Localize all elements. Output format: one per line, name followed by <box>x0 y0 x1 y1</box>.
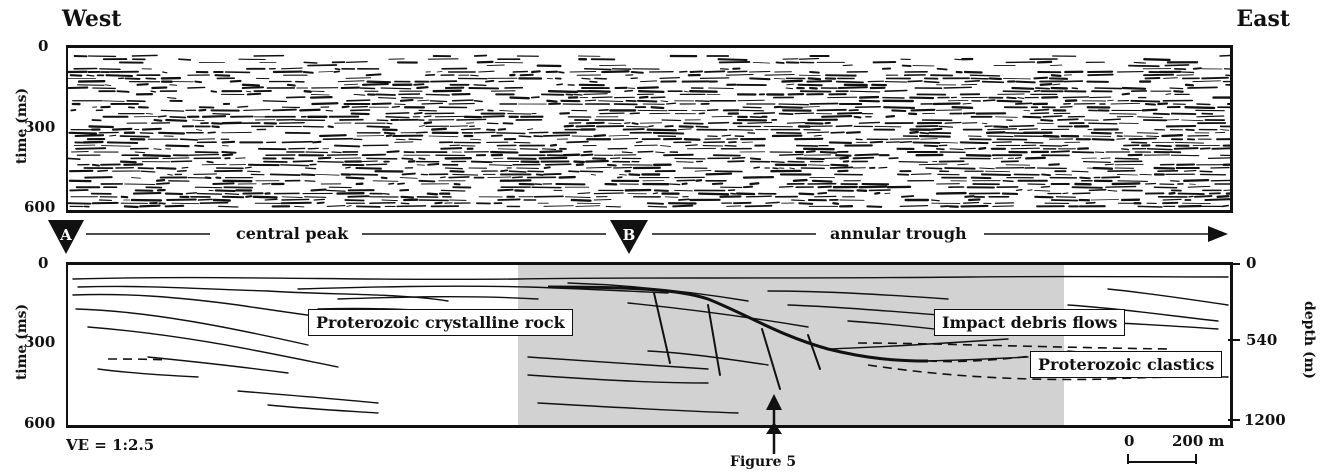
reflector-15 <box>528 375 708 383</box>
scale-length: 200 m <box>1172 432 1224 450</box>
seismic-reflection-image <box>68 48 1230 210</box>
scale-zero: 0 <box>1124 432 1134 450</box>
label-impact-debris: Impact debris flows <box>934 309 1125 336</box>
interp-ylabel-left: time (ms) <box>14 292 30 392</box>
west-label: West <box>62 6 121 32</box>
marker-b: B <box>610 220 648 254</box>
reflector-1 <box>78 286 448 301</box>
depth-tick-540: 540 <box>1246 331 1277 349</box>
reflector-9 <box>98 369 198 377</box>
interp-tick-0: 0 <box>38 254 48 272</box>
main-reflector <box>548 287 928 361</box>
reflector-18 <box>768 291 948 299</box>
reflector-11 <box>268 405 378 413</box>
interp-tick-600: 600 <box>24 414 55 432</box>
fault-2 <box>708 305 720 375</box>
interpretation-panel: Proterozoic crystalline rock Impact debr… <box>66 262 1233 428</box>
scale-bar <box>1126 452 1200 468</box>
interpreted-reflectors <box>68 265 1230 425</box>
figure-5-label: Figure 5 <box>730 454 796 470</box>
reflector-10 <box>238 391 378 403</box>
reflector-23 <box>1108 289 1228 305</box>
east-label: East <box>1236 6 1290 32</box>
marker-a: A <box>48 220 84 254</box>
seismic-panel <box>66 45 1233 213</box>
svg-text:A: A <box>59 226 72 244</box>
svg-text:B: B <box>623 226 636 244</box>
arrow-head-east <box>1208 226 1228 242</box>
label-proterozoic-clastics: Proterozoic clastics <box>1030 351 1222 378</box>
depth-ylabel: depth (m) <box>1301 285 1317 395</box>
label-crystalline-rock: Proterozoic crystalline rock <box>308 309 573 336</box>
reflector-4 <box>88 327 338 367</box>
depth-tick-1200: 1200 <box>1244 411 1286 429</box>
reflector-25 <box>1118 323 1218 329</box>
seismic-tick-0: 0 <box>38 37 48 55</box>
depth-axis-ticks <box>1228 258 1244 428</box>
figure-5-arrow <box>762 424 786 456</box>
fault-4 <box>808 335 820 369</box>
zone-central-peak: central peak <box>232 224 352 243</box>
reflector-14 <box>528 357 708 369</box>
dashed-west <box>108 359 168 360</box>
depth-tick-0: 0 <box>1246 254 1256 272</box>
reflector-6 <box>338 297 538 299</box>
seismic-ylabel: time (ms) <box>14 76 30 176</box>
vertical-exaggeration: VE = 1:2.5 <box>66 436 154 454</box>
zone-annular-trough: annular trough <box>826 224 971 243</box>
reflector-8 <box>148 357 288 373</box>
fault-3 <box>762 329 780 389</box>
reflector-16 <box>538 403 738 413</box>
reflector-13 <box>628 303 808 327</box>
profile-arrow-row: A B <box>0 212 1320 260</box>
reflector-17 <box>648 351 768 365</box>
reflector-top <box>73 277 1228 280</box>
figure-5-arrowhead <box>766 394 782 428</box>
